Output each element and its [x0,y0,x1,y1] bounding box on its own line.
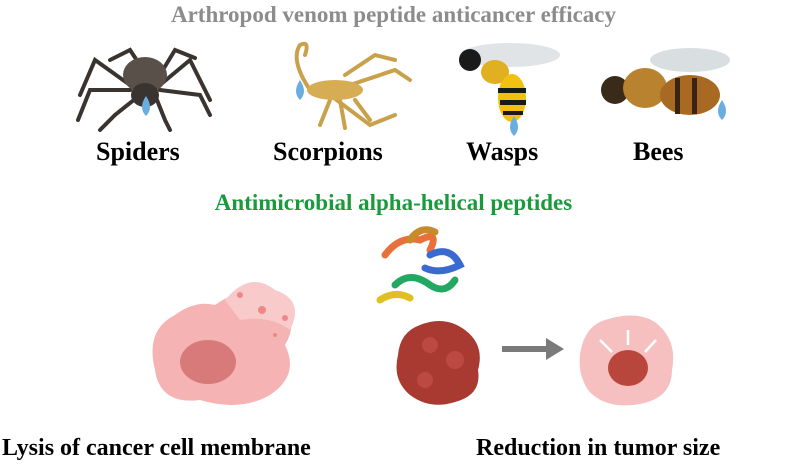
shrunk-tumor-icon [579,315,674,406]
figure-title: Arthropod venom peptide anticancer effic… [170,2,617,27]
label-scorpions: Scorpions [273,137,383,166]
wasp-icon [459,43,560,122]
label-tumor-reduction: Reduction in tumor size [476,435,721,461]
lysed-cancer-cell-icon [152,282,295,405]
arrow-icon [502,338,564,360]
subtitle: Antimicrobial alpha-helical peptides [214,190,573,215]
tumor-icon [396,321,480,405]
label-bees: Bees [633,137,684,166]
venom-drop-icon [142,96,150,116]
venom-drop-icon [510,116,518,136]
label-spiders: Spiders [96,137,180,166]
scorpion-icon [294,41,412,130]
bee-icon [601,48,730,115]
venom-drop-icon [718,100,726,120]
label-wasps: Wasps [466,137,539,166]
spider-icon [76,47,212,132]
venom-drop-icon [296,80,304,100]
label-lysis: Lysis of cancer cell membrane [2,435,311,461]
peptide-structure-icon [376,226,465,304]
